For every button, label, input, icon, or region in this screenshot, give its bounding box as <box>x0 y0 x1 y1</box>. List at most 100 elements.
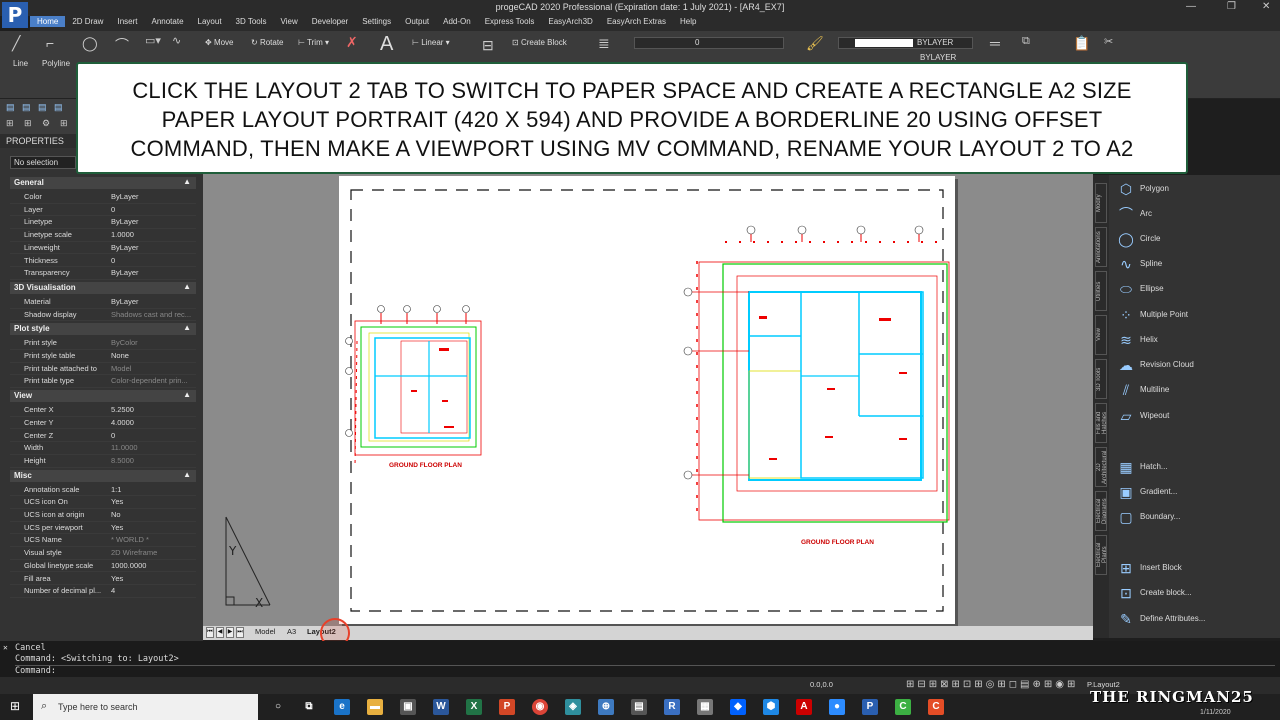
property-section-header[interactable]: View▲ <box>10 390 196 403</box>
collapse-icon[interactable]: ▲ <box>183 390 191 400</box>
palette-tab[interactable]: Electrical Diagrams <box>1095 491 1107 531</box>
app-icon[interactable]: C <box>895 699 911 715</box>
lineweight-icon[interactable]: ═ <box>990 35 1000 51</box>
windows-start-icon[interactable]: ⊞ <box>10 699 21 713</box>
tab-a3[interactable]: A3 <box>287 627 297 636</box>
property-value[interactable]: * WORLD * <box>111 535 149 545</box>
restore-icon[interactable]: ❐ <box>1227 1 1236 12</box>
toolbar-icon[interactable]: ⊞ <box>6 118 14 128</box>
save-icon[interactable]: ▤ <box>38 102 47 112</box>
tool-hatch[interactable]: ▦Hatch... <box>1117 456 1277 478</box>
app-icon[interactable]: C <box>928 699 944 715</box>
tool-gradient[interactable]: ▣Gradient... <box>1117 481 1277 503</box>
cortana-icon[interactable]: ○ <box>274 701 282 712</box>
trim-button[interactable]: ⊢ Trim ▾ <box>298 38 329 47</box>
tool-ellipse[interactable]: ⬭Ellipse <box>1117 278 1277 300</box>
acrobat-icon[interactable]: A <box>796 699 812 715</box>
last-tab-icon[interactable]: ⏭ <box>236 627 244 638</box>
collapse-icon[interactable]: ▲ <box>183 177 191 186</box>
paper-layout[interactable]: GROUND FLOOR PLAN <box>339 176 955 624</box>
app-icon[interactable]: ▦ <box>697 699 713 715</box>
menu-tab-home[interactable]: Home <box>30 16 66 27</box>
property-value[interactable]: 5.2500 <box>111 405 134 415</box>
rotate-button[interactable]: ↻ Rotate <box>251 38 284 47</box>
create-block-button[interactable]: ⊡ Create Block <box>512 38 567 47</box>
command-input[interactable]: Command: <box>15 665 1275 676</box>
tool-spline[interactable]: ∿Spline <box>1117 253 1277 275</box>
property-value[interactable]: 1:1 <box>111 484 122 494</box>
property-value[interactable]: ByLayer <box>111 296 139 306</box>
app-icon[interactable]: R <box>664 699 680 715</box>
property-value[interactable]: ByLayer <box>111 242 139 252</box>
zoom-icon[interactable]: ● <box>829 699 845 715</box>
linear-dimension-button[interactable]: ⊢ Linear ▾ <box>412 38 450 47</box>
menu-tab-2d-draw[interactable]: 2D Draw <box>72 17 104 26</box>
tool-define-attributes[interactable]: ✎Define Attributes... <box>1117 608 1277 630</box>
property-value[interactable]: 11.0000 <box>111 443 138 453</box>
layer-properties-icon[interactable]: ≣ <box>598 35 610 51</box>
collapse-icon[interactable]: ▲ <box>183 323 191 333</box>
status-toggle-icons[interactable]: ⊞⊟⊞⊠⊞⊡⊞◎⊞◻▤⊕⊞◉⊞ <box>906 679 1079 690</box>
palette-tab[interactable]: Fills and Hatches <box>1095 403 1107 443</box>
open-file-icon[interactable]: ▤ <box>22 102 31 112</box>
menu-tab-insert[interactable]: Insert <box>117 17 138 26</box>
collapse-icon[interactable]: ▲ <box>183 281 191 291</box>
chrome-icon[interactable]: ◉ <box>532 699 548 715</box>
property-value[interactable]: ByLayer <box>111 217 139 227</box>
palette-tab[interactable]: 2D Architectural <box>1095 447 1107 487</box>
tool-revision-cloud[interactable]: ☁Revision Cloud <box>1117 354 1277 376</box>
excel-icon[interactable]: X <box>466 699 482 715</box>
tool-circle[interactable]: ◯Circle <box>1117 228 1277 250</box>
store-icon[interactable]: ▣ <box>400 699 416 715</box>
text-icon[interactable]: A <box>380 33 394 55</box>
menu-tab-easyarch-extras[interactable]: EasyArch Extras <box>606 17 666 26</box>
property-value[interactable]: Color-dependent prin... <box>111 376 188 386</box>
task-view-icon[interactable]: ⧉ <box>305 701 313 712</box>
menu-tab-output[interactable]: Output <box>405 17 430 26</box>
property-section-header[interactable]: Plot style▲ <box>10 323 196 336</box>
file-explorer-icon[interactable]: ▬ <box>367 699 383 715</box>
menu-tab-help[interactable]: Help <box>679 17 697 26</box>
menu-tab-add-on[interactable]: Add-On <box>443 17 471 26</box>
polyline-icon[interactable]: ⌐ <box>46 35 55 51</box>
property-value[interactable]: ByLayer <box>111 192 139 201</box>
selection-dropdown[interactable]: No selection <box>10 156 76 169</box>
color-dropdown[interactable]: BYLAYER <box>838 37 973 49</box>
property-value[interactable]: 0 <box>111 204 116 214</box>
app-icon[interactable]: ⊕ <box>598 699 614 715</box>
property-value[interactable]: ByLayer <box>111 268 139 278</box>
menu-tab-settings[interactable]: Settings <box>362 17 392 26</box>
taskbar-search[interactable]: ⌕ Type here to search <box>33 694 258 720</box>
menu-tab-layout[interactable]: Layout <box>197 17 222 26</box>
properties-icon[interactable]: ⧉ <box>1022 35 1030 47</box>
move-button[interactable]: ✥ Move <box>205 38 234 47</box>
tool-boundary[interactable]: ▢Boundary... <box>1117 506 1277 528</box>
menu-tab-annotate[interactable]: Annotate <box>151 17 184 26</box>
print-icon[interactable]: ▤ <box>54 102 63 112</box>
clipboard-paste-icon[interactable]: 📋 <box>1073 35 1091 51</box>
toolbar-icon[interactable]: ⊞ <box>24 118 32 128</box>
circle-icon[interactable]: ◯ <box>82 35 98 51</box>
insert-block-ribbon-icon[interactable]: ⊟ <box>482 37 494 53</box>
property-value[interactable]: 1.0000 <box>111 230 134 240</box>
dropbox-icon[interactable]: ◆ <box>730 699 746 715</box>
property-value[interactable]: Yes <box>111 573 124 583</box>
menu-tab-3d-tools[interactable]: 3D Tools <box>235 17 267 26</box>
property-section-header[interactable]: Misc▲ <box>10 469 196 482</box>
property-value[interactable]: Yes <box>111 522 124 532</box>
tool-wipeout[interactable]: ▱Wipeout <box>1117 405 1277 427</box>
property-section-header[interactable]: General▲ <box>10 177 196 189</box>
collapse-icon[interactable]: ▲ <box>183 469 191 479</box>
property-value[interactable]: Model <box>111 363 132 373</box>
